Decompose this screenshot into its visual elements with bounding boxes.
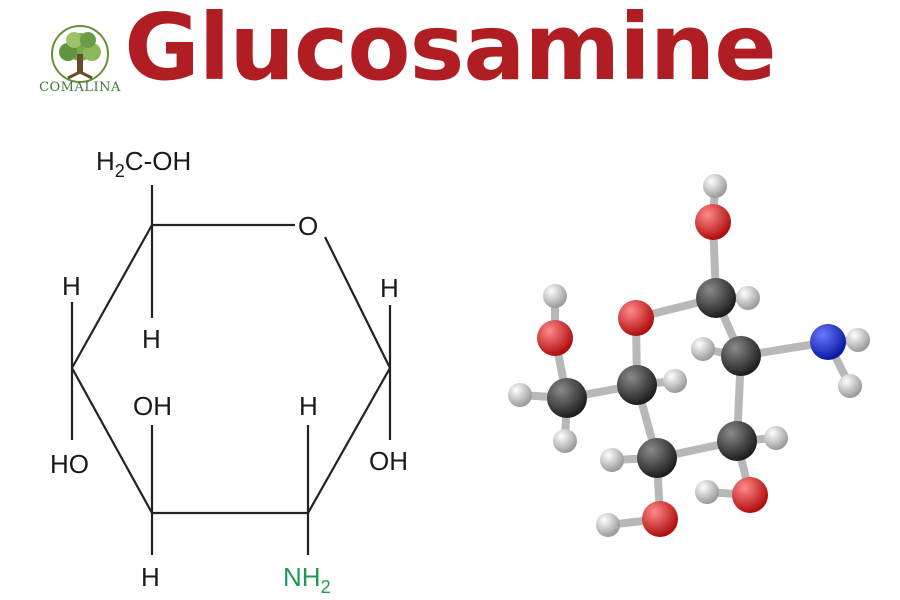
hydrogen-atom <box>600 448 624 472</box>
hydrogen-atom <box>695 480 719 504</box>
ring-bonds <box>70 185 392 555</box>
hydrogen-atom <box>736 286 760 310</box>
hydrogen-atom <box>838 374 862 398</box>
hydrogen-atom <box>596 513 620 537</box>
carbon-atom <box>637 438 677 478</box>
h-left-top-label: H <box>62 271 81 301</box>
hydrogen-atom <box>663 369 687 393</box>
carbon-atom <box>717 421 757 461</box>
hydrogen-atom <box>691 337 715 361</box>
h-bottom-label: H <box>141 562 160 592</box>
hydrogen-atom <box>764 426 788 450</box>
nitrogen-atom <box>810 324 846 360</box>
oxygen-atom <box>732 477 768 513</box>
hydrogen-atom <box>543 284 567 308</box>
carbon-atom <box>547 378 587 418</box>
h-c2-label: H <box>299 391 318 421</box>
nh2-label: NH2 <box>283 562 331 597</box>
oxygen-atom <box>695 204 731 240</box>
oh-c3-label: OH <box>133 391 172 421</box>
hydrogen-atom <box>846 328 870 352</box>
oxygen-atom <box>642 501 678 537</box>
oh-c1-label: OH <box>369 446 408 476</box>
hydrogen-atom <box>508 383 532 407</box>
ring-oxygen-label: O <box>298 211 318 241</box>
hydrogen-atom <box>553 429 577 453</box>
carbon-atom <box>721 336 761 376</box>
carbon-atom <box>617 365 657 405</box>
h-c1-label: H <box>380 273 399 303</box>
oxygen-atom <box>537 320 573 356</box>
tree-icon <box>51 25 109 83</box>
ch2oh-label: H2C-OH <box>96 146 191 181</box>
ball-stick-model <box>508 174 870 537</box>
h-c5-label: H <box>142 324 161 354</box>
ho-c4-label: HO <box>50 449 89 479</box>
page-title: Glucosamine <box>124 0 776 101</box>
hydrogen-atom <box>703 174 727 198</box>
carbon-atom <box>696 278 736 318</box>
oxygen-atom <box>618 300 654 336</box>
logo-text: COMALINA <box>39 80 121 95</box>
